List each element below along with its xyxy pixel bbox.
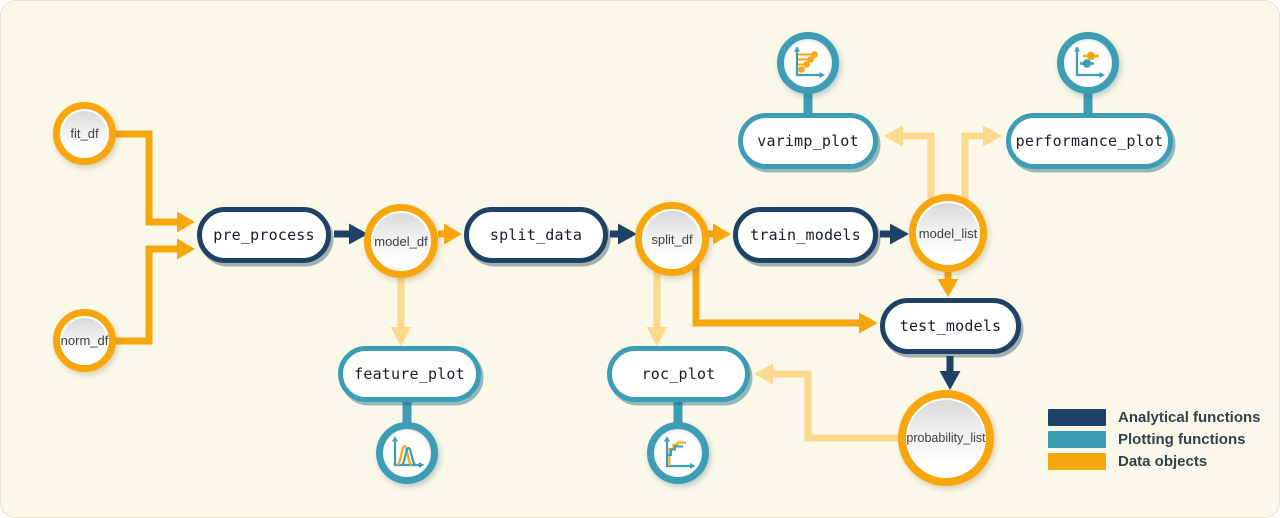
arrowhead-test-models-top — [937, 279, 959, 297]
edge-split-df-to-test-models — [692, 253, 859, 327]
data-circle-disc: probability_list — [906, 400, 986, 476]
arrowhead-test-models-left — [859, 312, 878, 334]
node-label: pre_process — [213, 226, 315, 244]
node-split-df: split_df — [635, 202, 709, 276]
legend: Analytical functions Plotting functions … — [1048, 409, 1261, 470]
legend-label: Analytical functions — [1118, 409, 1261, 426]
node-norm-df: norm_df — [53, 309, 116, 372]
node-train-models: train_models — [733, 207, 878, 263]
node-label: split_data — [489, 226, 583, 244]
legend-swatch-plotting — [1048, 431, 1106, 448]
node-label: split_df — [651, 231, 693, 247]
arrowhead-model-df — [349, 223, 368, 245]
node-performance-plot: performance_plot — [1006, 113, 1173, 169]
node-roc-plot: roc_plot — [607, 346, 750, 402]
feature-plot-icon-circle — [376, 422, 438, 484]
legend-item-plotting-functions: Plotting functions — [1048, 431, 1261, 448]
node-split-data: split_data — [464, 207, 608, 263]
edge-model-list-to-performance-plot — [961, 132, 983, 211]
roc-plot-icon-circle — [647, 422, 709, 484]
arrowhead-performance-plot — [983, 125, 1002, 147]
data-circle-disc: model_df — [373, 213, 429, 269]
edges-data-light-lines — [397, 132, 983, 442]
node-label: train_models — [750, 226, 861, 244]
arrowhead-train-models — [713, 223, 731, 245]
legend-label: Plotting functions — [1118, 431, 1246, 448]
node-label: norm_df — [60, 333, 109, 348]
node-pre-process: pre_process — [197, 207, 331, 263]
node-label: probability_list — [906, 431, 986, 445]
arrowhead-probability-list — [939, 371, 961, 390]
performance-plot-icon-circle — [1057, 32, 1119, 94]
arrowhead-pre-process-top — [177, 211, 195, 233]
node-fit-df: fit_df — [53, 102, 116, 165]
node-label: feature_plot — [354, 365, 465, 383]
legend-item-data-objects: Data objects — [1048, 453, 1261, 470]
legend-swatch-data — [1048, 453, 1106, 470]
legend-label: Data objects — [1118, 453, 1208, 470]
node-feature-plot: feature_plot — [338, 346, 481, 402]
arrowhead-pre-process-bottom — [177, 238, 195, 260]
arrowhead-roc-plot-top — [646, 327, 668, 346]
node-label: performance_plot — [1015, 132, 1164, 150]
density-curves-icon — [392, 436, 425, 468]
node-label: model_df — [374, 233, 428, 249]
node-label: fit_df — [70, 126, 99, 141]
node-label: varimp_plot — [757, 132, 859, 150]
node-label: roc_plot — [641, 365, 716, 383]
arrowhead-model-list — [890, 223, 909, 245]
node-test-models: test_models — [880, 298, 1021, 354]
legend-item-analytical-functions: Analytical functions — [1048, 409, 1261, 426]
node-probability-list: probability_list — [898, 390, 994, 486]
varimp-plot-icon-circle — [777, 32, 839, 94]
edges-analytical-arrowheads — [349, 223, 961, 390]
arrowhead-split-df — [618, 223, 637, 245]
arrowhead-feature-plot — [390, 327, 412, 346]
edges-data-lines — [112, 130, 952, 345]
edges-data-light-arrowheads — [390, 125, 1002, 385]
edge-probability-list-to-roc-plot — [773, 370, 898, 442]
edges-data-arrowheads — [177, 211, 959, 334]
node-model-df: model_df — [364, 204, 438, 278]
node-label: test_models — [899, 317, 1002, 335]
data-circle-disc: fit_df — [62, 111, 107, 156]
edge-fit-df-to-pre-process — [112, 130, 177, 226]
data-circle-disc: model_list — [918, 203, 978, 263]
data-circle-disc: norm_df — [60, 318, 109, 363]
edge-model-list-to-varimp-plot — [903, 132, 935, 211]
lollipop-chart-icon — [794, 46, 825, 78]
node-model-list: model_list — [909, 194, 987, 272]
point-range-chart-icon — [1074, 46, 1105, 78]
node-varimp-plot: varimp_plot — [738, 113, 878, 169]
arrowhead-split-data — [444, 223, 462, 245]
edge-norm-df-to-pre-process — [112, 245, 177, 345]
roc-curve-icon — [664, 436, 696, 469]
node-label: model_list — [918, 225, 978, 241]
arrowhead-varimp-plot — [884, 125, 903, 147]
data-circle-disc: split_df — [644, 211, 700, 267]
arrowhead-roc-plot-right — [754, 363, 773, 385]
legend-swatch-analytical — [1048, 409, 1106, 426]
